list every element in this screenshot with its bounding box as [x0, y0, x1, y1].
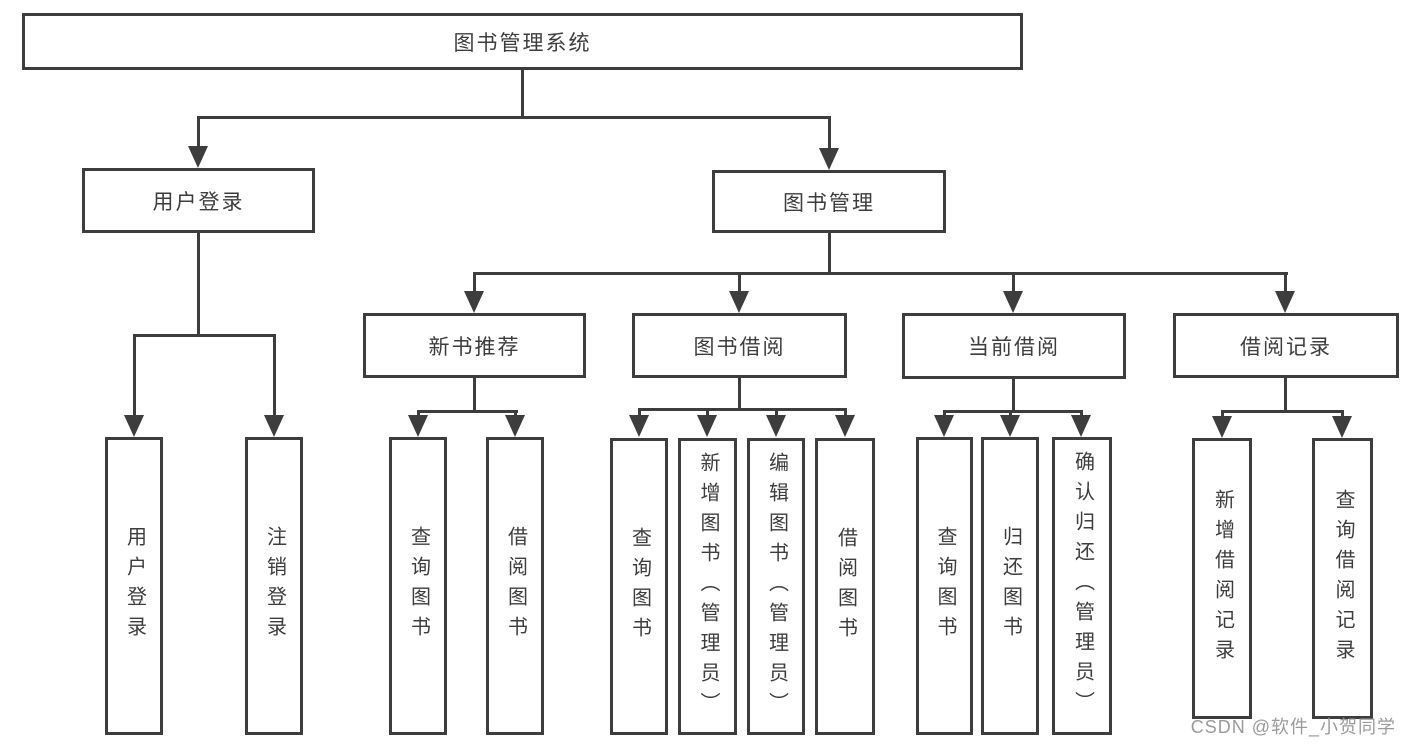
node-book-borrowing: 图书借阅	[632, 313, 847, 378]
leaf-logout: 注销登录	[245, 437, 303, 735]
node-new-book-recommendation: 新书推荐	[363, 313, 586, 378]
arrow-down-icon	[934, 415, 954, 437]
leaf-query-books-recommend: 查询图书	[389, 437, 447, 735]
leaf-add-book-admin: 新增图书（管理员）	[678, 438, 737, 735]
connector-line	[1012, 272, 1015, 293]
node-label: 新书推荐	[428, 335, 521, 359]
connector-line	[197, 233, 200, 336]
arrow-down-icon	[1003, 291, 1023, 313]
node-label: 借阅图书	[504, 526, 527, 646]
arrow-down-icon	[1000, 415, 1020, 437]
connector-line	[1012, 379, 1015, 410]
connector-line	[1221, 410, 1344, 413]
arrow-down-icon	[264, 415, 284, 437]
leaf-query-borrow-record: 查询借阅记录	[1312, 438, 1373, 719]
node-label: 查询图书	[407, 526, 430, 646]
connector-line	[1221, 410, 1224, 418]
node-label: 查询借阅记录	[1332, 488, 1354, 669]
connector-line	[706, 408, 709, 417]
node-label: 借阅记录	[1240, 335, 1332, 359]
connector-line	[133, 334, 276, 337]
node-label: 新增图书（管理员）	[697, 451, 719, 722]
arrow-down-icon	[1275, 291, 1295, 313]
node-label: 查询图书	[628, 526, 651, 647]
connector-line	[844, 408, 847, 417]
connector-line	[417, 410, 420, 417]
connector-line	[943, 410, 1083, 413]
watermark: CSDN @软件_小贺同学	[1190, 717, 1396, 737]
connector-line	[417, 410, 518, 413]
connector-line	[1341, 410, 1344, 418]
node-book-management: 图书管理	[712, 170, 946, 233]
connector-line	[197, 116, 200, 148]
node-label: 新增借阅记录	[1211, 488, 1234, 669]
connector-line	[1284, 378, 1287, 410]
arrow-down-icon	[1071, 415, 1091, 437]
connector-line	[638, 408, 847, 411]
arrow-down-icon	[697, 415, 717, 437]
arrow-down-icon	[505, 415, 525, 437]
leaf-add-borrow-record: 新增借阅记录	[1192, 438, 1252, 719]
node-borrowing-records: 借阅记录	[1173, 313, 1399, 378]
arrow-down-icon	[1332, 416, 1352, 438]
node-label: 当前借阅	[968, 336, 1060, 359]
arrow-down-icon	[766, 415, 786, 437]
arrow-down-icon	[124, 415, 144, 437]
arrow-down-icon	[464, 291, 484, 313]
node-label: 确认归还（管理员）	[1071, 451, 1094, 721]
node-label: 用户登录	[152, 190, 245, 214]
arrow-down-icon	[819, 148, 839, 170]
connector-line	[738, 378, 741, 410]
arrow-down-icon	[629, 415, 649, 437]
arrow-down-icon	[188, 146, 208, 168]
arrow-down-icon	[729, 291, 749, 313]
connector-line	[638, 408, 641, 417]
connector-line	[133, 334, 136, 417]
node-current-borrowing: 当前借阅	[902, 313, 1126, 379]
leaf-query-books-borrow: 查询图书	[610, 438, 668, 735]
leaf-return-book: 归还图书	[981, 437, 1039, 735]
connector-line	[473, 272, 1288, 275]
node-label: 图书借阅	[693, 335, 786, 359]
connector-line	[828, 233, 831, 274]
leaf-edit-book-admin: 编辑图书（管理员）	[747, 438, 805, 735]
arrow-down-icon	[408, 415, 428, 437]
leaf-borrow-books: 借阅图书	[815, 438, 875, 735]
node-label: 用户登录	[123, 526, 146, 646]
node-label: 注销登录	[263, 526, 286, 646]
leaf-confirm-return-admin: 确认归还（管理员）	[1052, 437, 1112, 735]
node-label: 归还图书	[999, 526, 1022, 646]
connector-line	[473, 272, 476, 293]
connector-line	[514, 410, 517, 417]
connector-line	[775, 408, 778, 417]
arrow-down-icon	[835, 415, 855, 437]
connector-line	[1080, 410, 1083, 417]
connector-line	[828, 116, 831, 150]
connector-line	[273, 334, 276, 417]
leaf-user-login: 用户登录	[105, 437, 163, 735]
connector-line	[943, 410, 946, 417]
connector-line	[1284, 272, 1287, 293]
node-user-login: 用户登录	[82, 168, 315, 233]
connector-line	[521, 70, 524, 117]
node-label: 借阅图书	[834, 526, 857, 647]
node-label: 图书管理系统	[453, 31, 592, 55]
arrow-down-icon	[1212, 416, 1232, 438]
node-library-management-system: 图书管理系统	[22, 13, 1023, 70]
node-label: 图书管理	[783, 191, 875, 215]
node-label: 编辑图书（管理员）	[765, 451, 788, 722]
connector-line	[1009, 410, 1012, 417]
connector-line	[473, 378, 476, 412]
connector-line	[738, 272, 741, 293]
leaf-borrow-books-recommend: 借阅图书	[486, 437, 544, 735]
node-label: 查询图书	[934, 526, 956, 646]
connector-line	[197, 116, 831, 119]
leaf-query-books-current: 查询图书	[916, 437, 973, 735]
